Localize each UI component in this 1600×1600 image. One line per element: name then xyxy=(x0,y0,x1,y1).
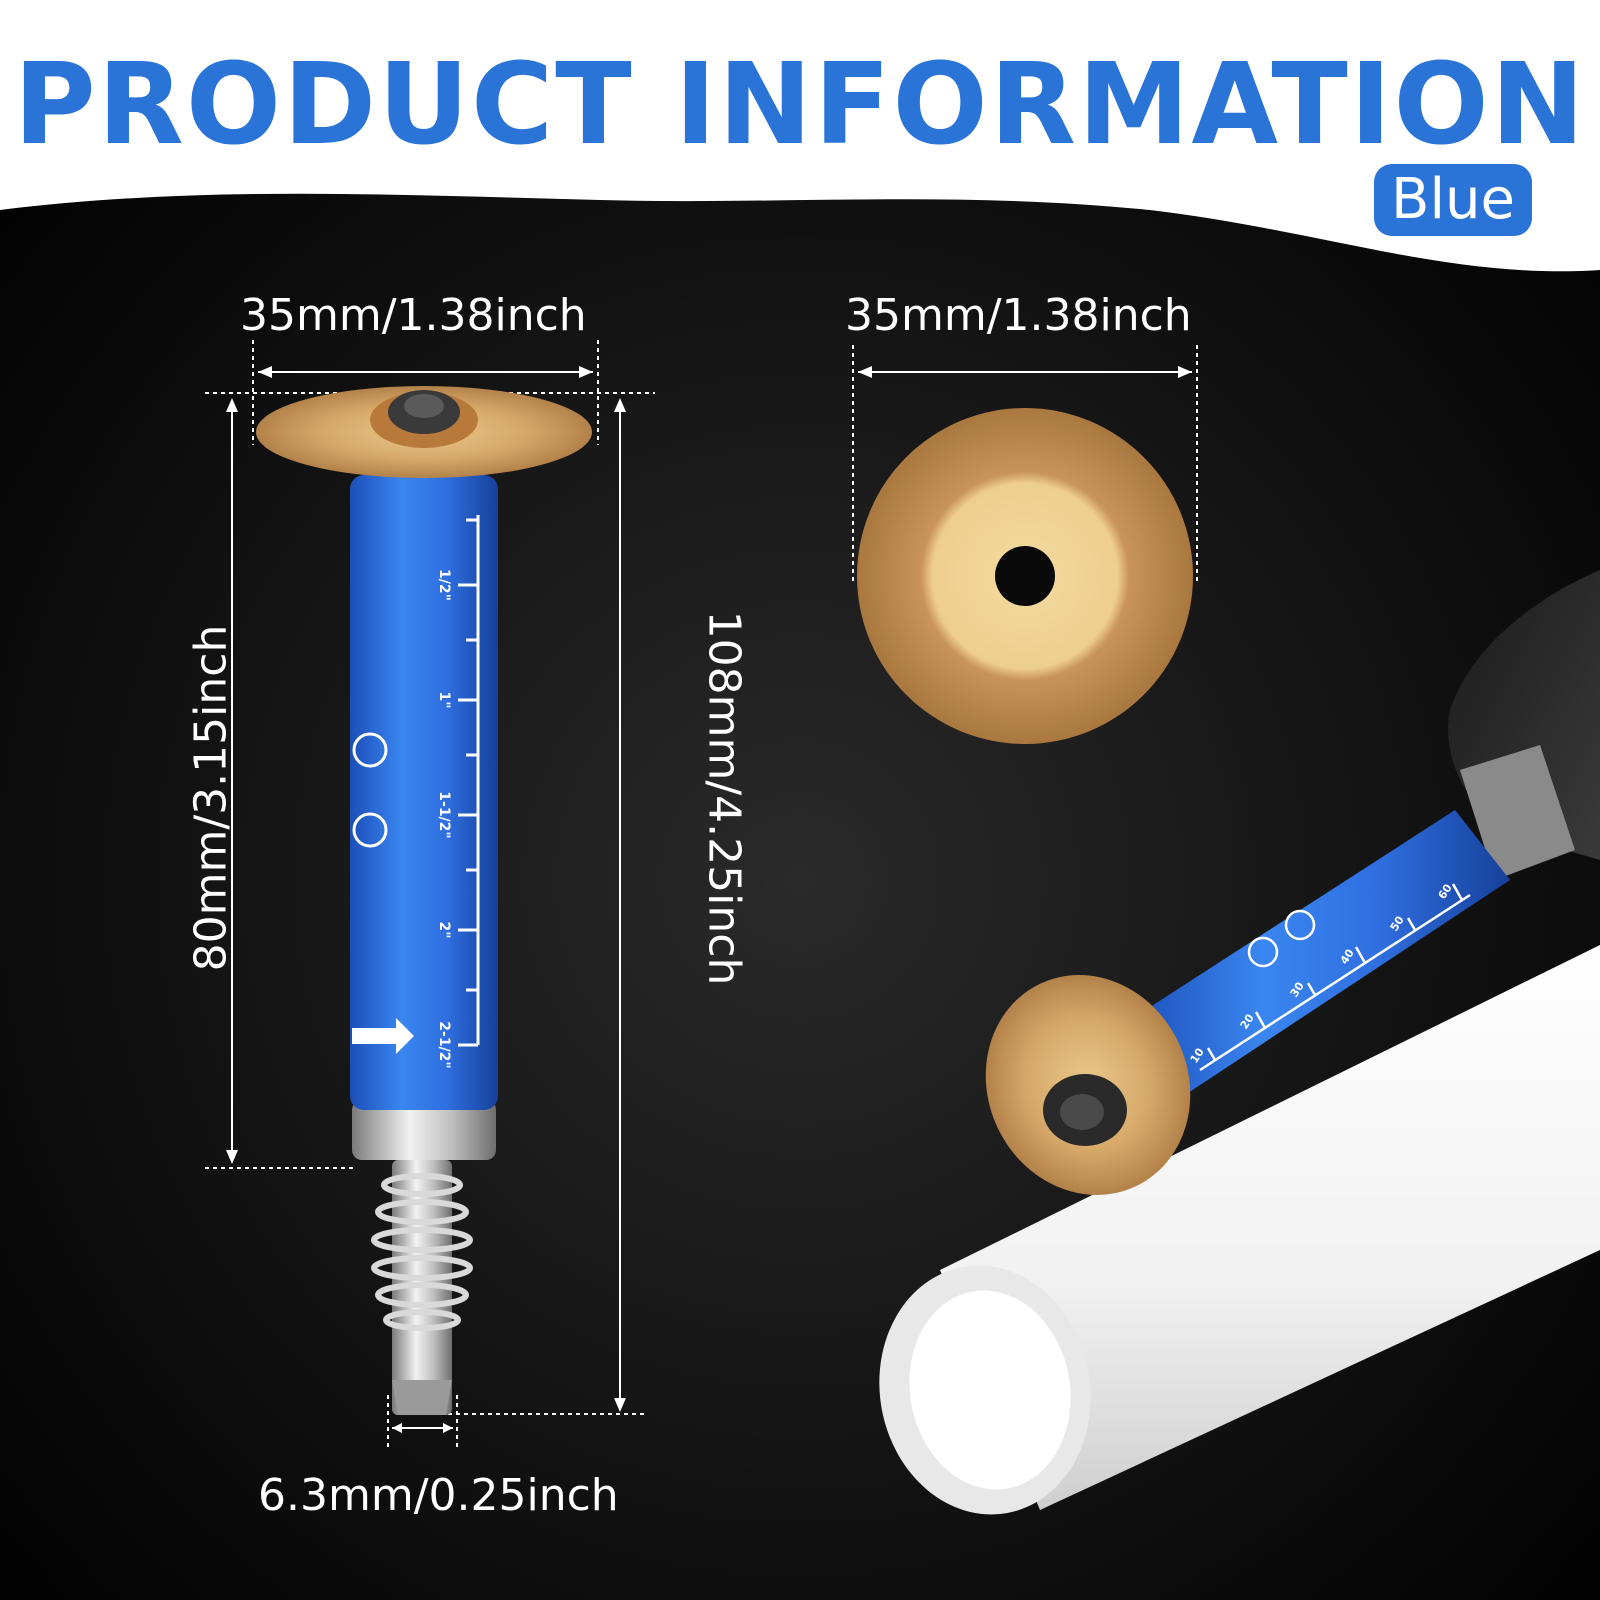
blade-diameter-label: 35mm/1.38inch xyxy=(240,290,587,341)
tool-scale-label: 2" xyxy=(436,921,452,938)
pvc-pipe xyxy=(940,945,1600,1510)
disc-diameter-label: 35mm/1.38inch xyxy=(845,290,1192,341)
blue-sleeve xyxy=(350,475,498,1110)
sleeve-length-label: 80mm/3.15inch xyxy=(185,624,237,972)
direction-arrow-icon xyxy=(352,1018,414,1054)
goggles-icon xyxy=(352,812,388,848)
disc-dimension-lines xyxy=(852,345,1198,585)
safety-icon xyxy=(352,732,388,768)
page-title: PRODUCT INFORMATION xyxy=(13,40,1587,170)
collar xyxy=(352,1100,496,1160)
tool-scale-label: 1/2" xyxy=(436,569,452,601)
dimension-arrowheads xyxy=(226,366,626,1433)
shank xyxy=(371,1160,473,1415)
blue-sleeve-in-use xyxy=(1130,810,1510,1095)
tool-scale-label: 1" xyxy=(436,691,452,708)
usage-scale xyxy=(1199,883,1471,1072)
sleeve-scale xyxy=(458,515,480,1047)
tool-scale-label: 1-1/2" xyxy=(436,791,452,838)
shank-width-label: 6.3mm/0.25inch xyxy=(258,1470,619,1521)
color-badge: Blue xyxy=(1374,164,1532,236)
tool-scale-labels: 1/2" 1" 1-1/2" 2" 2-1/2" xyxy=(436,569,452,1069)
dimension-lines xyxy=(205,340,655,1450)
total-length-label: 108mm/4.25inch xyxy=(698,610,750,986)
disc-center-hole xyxy=(995,546,1055,606)
tool-scale-label: 2-1/2" xyxy=(436,1021,452,1068)
header-wave xyxy=(0,0,1600,272)
